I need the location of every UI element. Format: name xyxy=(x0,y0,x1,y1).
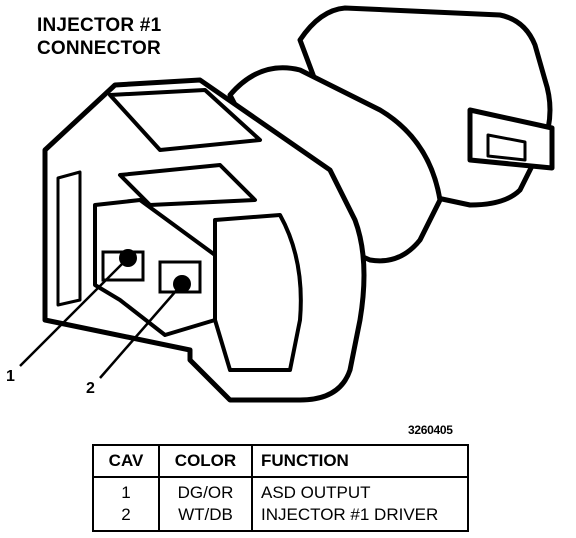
connector-shell xyxy=(227,65,443,264)
figure-id: 3260405 xyxy=(408,423,453,437)
cell-function: ASD OUTPUT xyxy=(251,477,469,504)
title-line-2: CONNECTOR xyxy=(37,38,161,59)
table-header-row: CAV COLOR FUNCTION xyxy=(92,444,469,478)
header-color: COLOR xyxy=(158,444,253,478)
pinout-table: CAV COLOR FUNCTION 1 DG/OR ASD OUTPUT 2 … xyxy=(92,444,469,532)
cell-cav: 2 xyxy=(92,504,160,532)
title-line-1: INJECTOR #1 xyxy=(37,15,162,36)
leader-line-2 xyxy=(99,283,183,379)
header-function: FUNCTION xyxy=(251,444,469,478)
cell-function: INJECTOR #1 DRIVER xyxy=(251,504,469,532)
cell-color: DG/OR xyxy=(158,477,253,504)
cell-cav: 1 xyxy=(92,477,160,504)
callout-1: 1 xyxy=(6,368,15,385)
table-row: 2 WT/DB INJECTOR #1 DRIVER xyxy=(92,504,469,532)
diagram-title: INJECTOR #1 CONNECTOR xyxy=(37,14,161,60)
callout-2: 2 xyxy=(86,380,95,397)
leader-line-1 xyxy=(19,257,129,367)
header-cav: CAV xyxy=(92,444,160,478)
cell-color: WT/DB xyxy=(158,504,253,532)
table-row: 1 DG/OR ASD OUTPUT xyxy=(92,477,469,504)
